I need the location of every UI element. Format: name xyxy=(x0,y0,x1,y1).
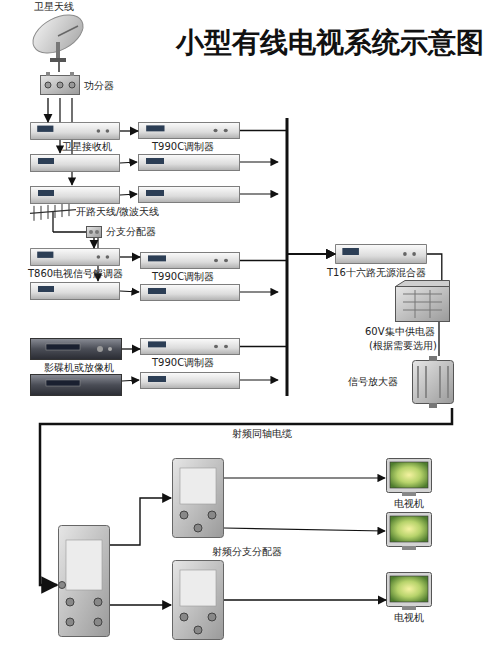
satellite-dish xyxy=(28,14,90,62)
distributor xyxy=(86,226,102,238)
device-label: 卫星天线 xyxy=(34,1,74,13)
dvd-player xyxy=(30,338,122,360)
device-node: T16十六路无源混合器 xyxy=(335,244,427,264)
signal-line xyxy=(122,348,140,349)
device-label: 射频分支分配器 xyxy=(212,546,282,558)
device-label: T860电视信号解调器 xyxy=(28,268,123,280)
signal-line xyxy=(53,231,86,232)
device-label: T990C调制器 xyxy=(152,357,214,369)
rack-unit xyxy=(335,244,427,264)
signal-line xyxy=(240,131,335,255)
device-label: 60V集中供电器 xyxy=(365,326,435,338)
power-splitter xyxy=(40,72,80,98)
device-node: T990C调制器 xyxy=(138,122,240,139)
device-node: 电视机 xyxy=(386,572,432,610)
device-node: 分支分配器 xyxy=(86,226,102,238)
rf-splitter xyxy=(172,560,224,640)
rack-unit xyxy=(30,248,120,266)
device-node: 卫星接收机 xyxy=(30,122,120,140)
device-node: 电视机 xyxy=(386,458,432,496)
signal-line xyxy=(240,254,335,261)
device-node: T990C调制器 xyxy=(140,338,240,355)
device-label: 电视机 xyxy=(394,498,424,510)
tv-set xyxy=(386,572,432,610)
signal-line xyxy=(47,98,48,122)
rack-unit xyxy=(138,122,240,139)
signal-line xyxy=(240,254,335,347)
device-node: 卫星天线 xyxy=(28,14,90,62)
signal-line xyxy=(438,322,439,356)
device-label: 电视机 xyxy=(394,612,424,624)
device-label: 开路天线/微波天线 xyxy=(76,206,159,218)
diagram-title: 小型有线电视系统示意图 xyxy=(176,26,484,60)
device-label: T990C调制器 xyxy=(152,141,214,153)
device-node: T860电视信号解调器 xyxy=(30,248,120,266)
rack-unit xyxy=(30,122,120,140)
signal-line xyxy=(58,62,59,72)
signal-line xyxy=(427,254,442,280)
device-node: 60V集中供电器(根据需要选用) xyxy=(395,280,450,322)
device-label: 影碟机或放像机 xyxy=(44,362,114,374)
device-node: 信号放大器 xyxy=(408,356,458,408)
device-node: T990C调制器 xyxy=(140,252,240,269)
device-node: 功分器 xyxy=(40,72,80,98)
tv-set xyxy=(386,458,432,496)
device-node: 开路天线/微波天线 xyxy=(28,204,78,232)
signal-amplifier xyxy=(408,356,458,408)
tv-antenna xyxy=(28,204,78,232)
cable-label: 射频同轴电缆 xyxy=(232,428,292,440)
device-node: 影碟机或放像机 xyxy=(30,338,122,360)
signal-line xyxy=(120,256,140,257)
device-node: 射频分支分配器 xyxy=(172,560,224,640)
power-supply xyxy=(395,280,450,322)
rack-unit xyxy=(140,252,240,269)
device-label: 卫星接收机 xyxy=(62,141,112,153)
signal-line xyxy=(224,599,386,600)
device-label: 信号放大器 xyxy=(348,376,398,388)
device-label: (根据需要选用) xyxy=(369,340,437,352)
device-label: T16十六路无源混合器 xyxy=(327,267,426,279)
rack-unit xyxy=(140,338,240,355)
device-label: 功分器 xyxy=(84,80,114,92)
device-label: T990C调制器 xyxy=(152,271,214,283)
signal-line xyxy=(120,130,138,131)
signal-line xyxy=(93,238,94,248)
device-label: 分支分配器 xyxy=(106,226,156,238)
